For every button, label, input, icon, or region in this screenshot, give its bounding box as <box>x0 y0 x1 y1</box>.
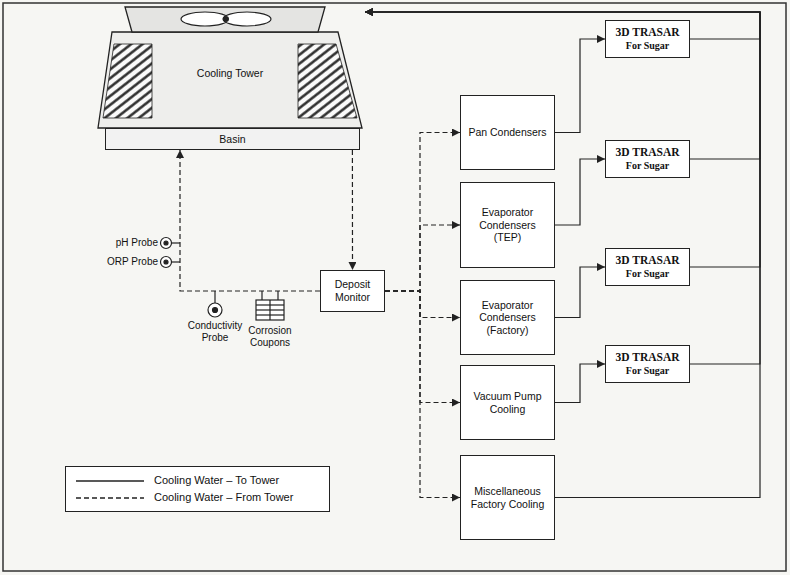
return-line <box>555 267 605 318</box>
node-title: Deposit Monitor <box>326 278 379 303</box>
node-title: Evaporator Condensers (TEP) <box>466 206 549 244</box>
supply-line <box>385 291 460 403</box>
return-line <box>555 39 605 133</box>
legend-line-sample <box>74 476 146 486</box>
return-line <box>555 364 605 403</box>
process-box: Pan Condensers <box>460 95 555 170</box>
node-title: Vacuum Pump Cooling <box>466 390 549 415</box>
legend-text: Cooling Water – From Tower <box>154 491 293 504</box>
node-title: 3D TRASAR <box>615 254 679 268</box>
controller-box: 3D TRASARFor Sugar <box>605 345 690 383</box>
node-title: Evaporator Condensers (Factory) <box>466 299 549 337</box>
node-title: Miscellaneous Factory Cooling <box>466 485 549 510</box>
return-line <box>365 12 760 159</box>
controller-box: 3D TRASARFor Sugar <box>605 20 690 58</box>
supply-line <box>385 133 460 292</box>
figure-frame <box>3 3 786 571</box>
node-title: Basin <box>219 133 245 146</box>
supply-line <box>180 150 320 291</box>
node-subtitle: For Sugar <box>626 365 669 377</box>
monitor-box: Deposit Monitor <box>320 270 385 312</box>
probe-symbols <box>161 238 285 321</box>
return-line <box>365 12 760 498</box>
process-box: Vacuum Pump Cooling <box>460 365 555 440</box>
process-box: Evaporator Condensers (TEP) <box>460 182 555 268</box>
return-line <box>365 12 760 364</box>
node-title: Pan Condensers <box>468 126 546 139</box>
basin-box: Basin <box>105 128 360 150</box>
legend-line-sample <box>74 493 146 503</box>
cooling-tower-drawing <box>98 7 362 128</box>
probe-label: pH Probe <box>80 237 158 249</box>
probe-label: ORP Probe <box>80 256 158 268</box>
node-title: 3D TRASAR <box>615 351 679 365</box>
supply-line <box>385 291 460 498</box>
process-box: Evaporator Condensers (Factory) <box>460 280 555 355</box>
node-subtitle: For Sugar <box>626 160 669 172</box>
process-box: Miscellaneous Factory Cooling <box>460 455 555 540</box>
node-title: 3D TRASAR <box>615 26 679 40</box>
return-line <box>365 12 760 267</box>
coupon-label: Corrosion Coupons <box>232 325 308 348</box>
return-line <box>365 12 760 39</box>
legend-text: Cooling Water – To Tower <box>154 474 279 487</box>
cooling-tower: Cooling Tower <box>95 5 365 128</box>
supply-line <box>385 291 460 318</box>
node-title: 3D TRASAR <box>615 146 679 160</box>
legend-box: Cooling Water – To TowerCooling Water – … <box>65 466 330 512</box>
supply-line <box>352 150 353 270</box>
legend-row: Cooling Water – To Tower <box>74 472 321 489</box>
controller-box: 3D TRASARFor Sugar <box>605 248 690 286</box>
node-title: Cooling Tower <box>197 67 263 80</box>
probe-label: Conductivity Probe <box>178 320 252 343</box>
controller-box: 3D TRASARFor Sugar <box>605 140 690 178</box>
return-line <box>555 159 605 225</box>
supply-line <box>385 225 460 291</box>
node-subtitle: For Sugar <box>626 268 669 280</box>
node-subtitle: For Sugar <box>626 40 669 52</box>
legend-row: Cooling Water – From Tower <box>74 489 321 506</box>
